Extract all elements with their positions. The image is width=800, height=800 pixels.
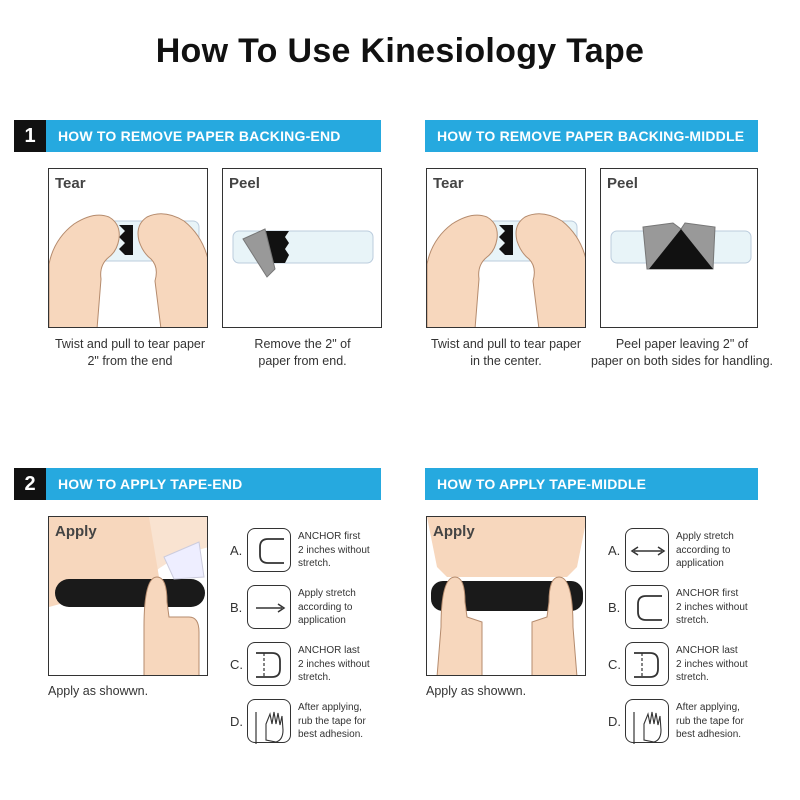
page-title: How To Use Kinesiology Tape [155,32,645,70]
step-text-line: 2 inches without [676,658,748,670]
step-text-line: best adhesion. [298,729,364,740]
step-text-line: ANCHOR last [298,645,360,656]
apply-middle-illustration [427,517,585,675]
step-text-line: rub the tape for [298,715,366,727]
peel-end-caption-line-2: paper from end. [258,354,347,368]
section-header-apply-middle: HOW TO APPLY TAPE-MIDDLE [425,468,758,500]
tear-middle-caption-line-1: Twist and pull to tear paper [430,337,582,351]
step-text: ANCHOR first 2 inches without stretch. [298,530,388,571]
peel-middle-caption-line-1: Peel paper leaving 2" of [615,337,749,351]
step-text: ANCHOR last 2 inches without stretch. [298,644,388,685]
apply-end-caption: Apply as showwn. [48,684,149,698]
section-number-1: 1 [14,120,46,152]
step-text-line: ANCHOR first [676,588,739,599]
apply-end-panel: Apply [48,516,208,676]
tear-middle-caption: Twist and pull to tear paper in the cent… [418,336,594,370]
step-text: ANCHOR first 2 inches without stretch. [676,587,766,628]
step-text-line: rub the tape for [676,715,744,727]
rub-hand-icon [625,699,669,744]
stretch-both-arrow-icon [625,528,669,572]
step-text-line: stretch. [676,672,709,683]
section-header-remove-end: HOW TO REMOVE PAPER BACKING-END [46,120,381,152]
tear-end-caption-line-1: Twist and pull to tear paper [54,337,206,351]
step-text-line: best adhesion. [676,729,742,740]
peel-middle-panel: Peel [600,168,758,328]
anchor-last-icon [247,642,291,686]
step-text-line: according to [676,544,731,556]
step-letter: C. [608,657,621,672]
step-text-line: Apply stretch [676,531,734,542]
hands-tearing-middle-illustration [427,213,585,327]
step-letter: A. [230,543,243,558]
hands-tearing-end-illustration [49,213,207,327]
anchor-last-icon [625,642,669,686]
step-letter: B. [608,600,621,615]
section-number-2: 2 [14,468,46,500]
tear-label: Tear [433,175,464,192]
step-text-line: according to [298,601,353,613]
peel-end-illustration [232,228,374,278]
step-text-line: stretch. [676,615,709,626]
tear-end-caption-line-2: 2" from the end [87,354,173,368]
step-text: After applying, rub the tape for best ad… [676,701,766,742]
step-text: ANCHOR last 2 inches without stretch. [676,644,766,685]
peel-middle-caption-line-2: paper on both sides for handling. [590,354,774,368]
step-text-line: After applying, [676,702,740,713]
stretch-right-arrow-icon [247,585,291,629]
step-text-line: 2 inches without [676,601,748,613]
apply-label: Apply [55,523,97,540]
tear-middle-panel: Tear [426,168,586,328]
step-text-line: stretch. [298,672,331,683]
step-text-line: ANCHOR first [298,531,361,542]
anchor-first-icon [625,585,669,629]
peel-middle-illustration [610,222,752,270]
step-letter: A. [608,543,621,558]
peel-label: Peel [229,175,260,192]
section-header-remove-middle: HOW TO REMOVE PAPER BACKING-MIDDLE [425,120,758,152]
step-text-line: application [676,558,724,569]
section-header-apply-end: HOW TO APPLY TAPE-END [46,468,381,500]
tear-end-panel: Tear [48,168,208,328]
step-text: Apply stretch according to application [676,530,766,571]
apply-label: Apply [433,523,475,540]
tear-label: Tear [55,175,86,192]
peel-end-caption-line-1: Remove the 2" of [254,337,351,351]
step-text-line: 2 inches without [298,544,370,556]
step-text-line: After applying, [298,702,362,713]
step-letter: B. [230,600,243,615]
apply-end-illustration [49,517,207,675]
apply-middle-panel: Apply [426,516,586,676]
peel-end-panel: Peel [222,168,382,328]
tear-end-caption: Twist and pull to tear paper 2" from the… [40,336,220,370]
apply-middle-caption: Apply as showwn. [426,684,527,698]
peel-end-caption: Remove the 2" of paper from end. [215,336,390,370]
tear-middle-caption-line-2: in the center. [470,354,542,368]
rub-hand-icon [247,699,291,744]
step-text-line: stretch. [298,558,331,569]
anchor-first-icon [247,528,291,572]
step-letter: D. [230,714,243,729]
peel-middle-caption: Peel paper leaving 2" of paper on both s… [578,336,786,370]
step-text-line: Apply stretch [298,588,356,599]
step-text: After applying, rub the tape for best ad… [298,701,388,742]
step-letter: C. [230,657,243,672]
step-text-line: application [298,615,346,626]
step-text-line: 2 inches without [298,658,370,670]
step-text: Apply stretch according to application [298,587,388,628]
peel-label: Peel [607,175,638,192]
step-letter: D. [608,714,621,729]
step-text-line: ANCHOR last [676,645,738,656]
